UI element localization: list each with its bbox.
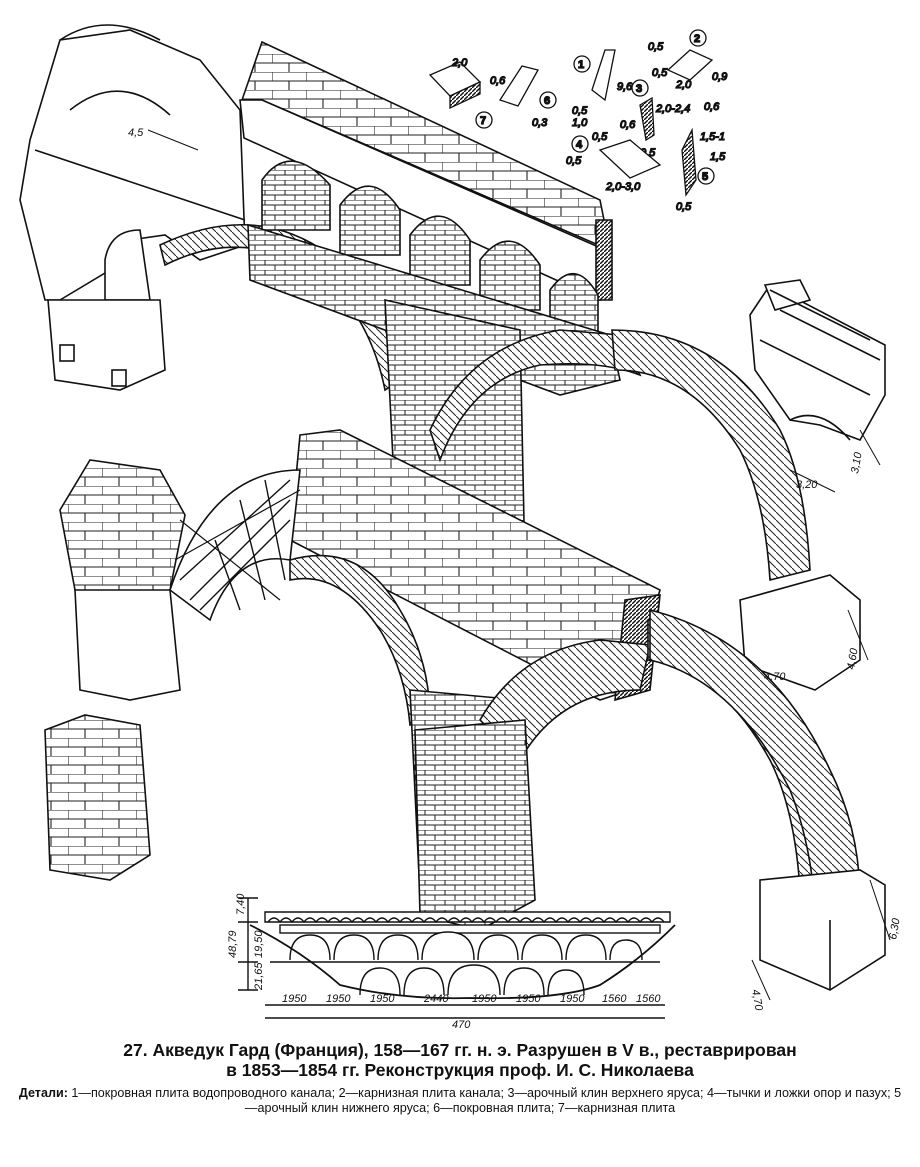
svg-text:1: 1 — [578, 59, 584, 71]
figure-number: 27. — [123, 1040, 148, 1060]
elevation-span-labels: 1950 1950 1950 2440 1950 1950 1950 1560 … — [282, 993, 661, 1005]
svg-text:1,5: 1,5 — [710, 151, 726, 163]
figure-caption: 27. Акведук Гард (Франция), 158—167 гг. … — [18, 1040, 902, 1116]
svg-text:0,5: 0,5 — [566, 155, 582, 167]
svg-text:0,5: 0,5 — [592, 131, 608, 143]
svg-text:2,0-2,4: 2,0-2,4 — [655, 103, 690, 115]
elevation-view — [238, 897, 676, 1019]
svg-text:0,5: 0,5 — [572, 105, 588, 117]
svg-text:1560: 1560 — [636, 993, 661, 1005]
svg-text:2,0: 2,0 — [675, 79, 692, 91]
svg-text:4,60: 4,60 — [845, 646, 861, 670]
svg-text:21,65: 21,65 — [253, 962, 265, 991]
svg-text:1950: 1950 — [282, 993, 307, 1005]
svg-text:1,5-1: 1,5-1 — [700, 131, 725, 143]
lower-tier — [44, 608, 886, 991]
marker-7 — [475, 111, 493, 129]
svg-text:0,3: 0,3 — [532, 117, 548, 129]
dimension-labels — [147, 129, 891, 1001]
svg-text:2: 2 — [694, 33, 700, 45]
svg-text:4,70: 4,70 — [764, 671, 786, 683]
svg-text:6,30: 6,30 — [887, 916, 903, 940]
upper-right-arch — [429, 329, 642, 463]
svg-text:4,70: 4,70 — [749, 988, 765, 1012]
svg-text:7: 7 — [480, 115, 486, 127]
caption-title-line2: в 1853—1854 гг. Реконструкция проф. И. С… — [226, 1060, 694, 1080]
svg-text:0,6: 0,6 — [704, 101, 720, 113]
svg-text:4,5: 4,5 — [128, 127, 144, 139]
caption-title-line1: Акведук Гард (Франция), 158—167 гг. н. э… — [152, 1040, 797, 1060]
middle-tier — [59, 279, 886, 906]
svg-text:19,50: 19,50 — [253, 930, 265, 958]
details-cluster: 7 2,0 0,6 6 0,3 1 9,64 0,5 1,0 2 0,5 2,0… — [428, 29, 728, 214]
elevation-lower-arches — [359, 964, 585, 996]
svg-text:6: 6 — [544, 95, 550, 107]
aqueduct-drawing: 7 2,0 0,6 6 0,3 1 9,64 0,5 1,0 2 0,5 2,0… — [19, 24, 903, 1030]
marker-5 — [697, 167, 715, 185]
caption-details-text: 1—покровная плита водопроводного канала;… — [71, 1086, 902, 1115]
svg-text:0,5: 0,5 — [648, 41, 664, 53]
svg-text:1560: 1560 — [602, 993, 627, 1005]
svg-text:2,0: 2,0 — [451, 57, 468, 69]
marker-1 — [573, 55, 591, 73]
lower-right-foot — [759, 869, 886, 991]
lower-left-stack — [44, 714, 151, 881]
marker-2 — [689, 29, 707, 47]
svg-text:1950: 1950 — [560, 993, 585, 1005]
elevation-middle-arches — [289, 931, 643, 961]
svg-text:2,0-3,0: 2,0-3,0 — [605, 181, 641, 193]
svg-text:1,0: 1,0 — [572, 117, 588, 129]
svg-text:1950: 1950 — [370, 993, 395, 1005]
svg-text:0,6: 0,6 — [490, 75, 506, 87]
detail-block-right — [749, 279, 886, 441]
caption-details: Детали: 1—покровная плита водопроводного… — [18, 1086, 902, 1116]
svg-text:3,10: 3,10 — [849, 450, 865, 474]
elevation-upper-arcade — [267, 917, 665, 924]
marker-3 — [631, 79, 649, 97]
svg-text:5: 5 — [702, 171, 708, 183]
caption-details-intro: Детали: — [18, 1086, 68, 1100]
svg-text:0,6: 0,6 — [620, 119, 636, 131]
svg-text:3: 3 — [636, 83, 642, 95]
middle-left-block — [59, 459, 186, 601]
caption-title: 27. Акведук Гард (Франция), 158—167 гг. … — [18, 1040, 902, 1080]
svg-text:48,79: 48,79 — [227, 930, 239, 958]
svg-text:7,40: 7,40 — [235, 893, 247, 915]
svg-text:3,20: 3,20 — [796, 479, 818, 491]
svg-text:1950: 1950 — [472, 993, 497, 1005]
elevation-total: 470 — [452, 1019, 471, 1030]
marker-6 — [539, 91, 557, 109]
svg-text:0,9: 0,9 — [712, 71, 727, 83]
svg-text:1950: 1950 — [326, 993, 351, 1005]
svg-text:4: 4 — [576, 139, 583, 151]
upper-small-arches — [261, 160, 599, 336]
marker-4 — [571, 135, 589, 153]
svg-text:0,5: 0,5 — [676, 201, 692, 213]
svg-text:0,5: 0,5 — [652, 67, 668, 79]
svg-text:2440: 2440 — [423, 993, 449, 1005]
arch-centering-frame — [169, 469, 301, 622]
svg-text:1950: 1950 — [516, 993, 541, 1005]
